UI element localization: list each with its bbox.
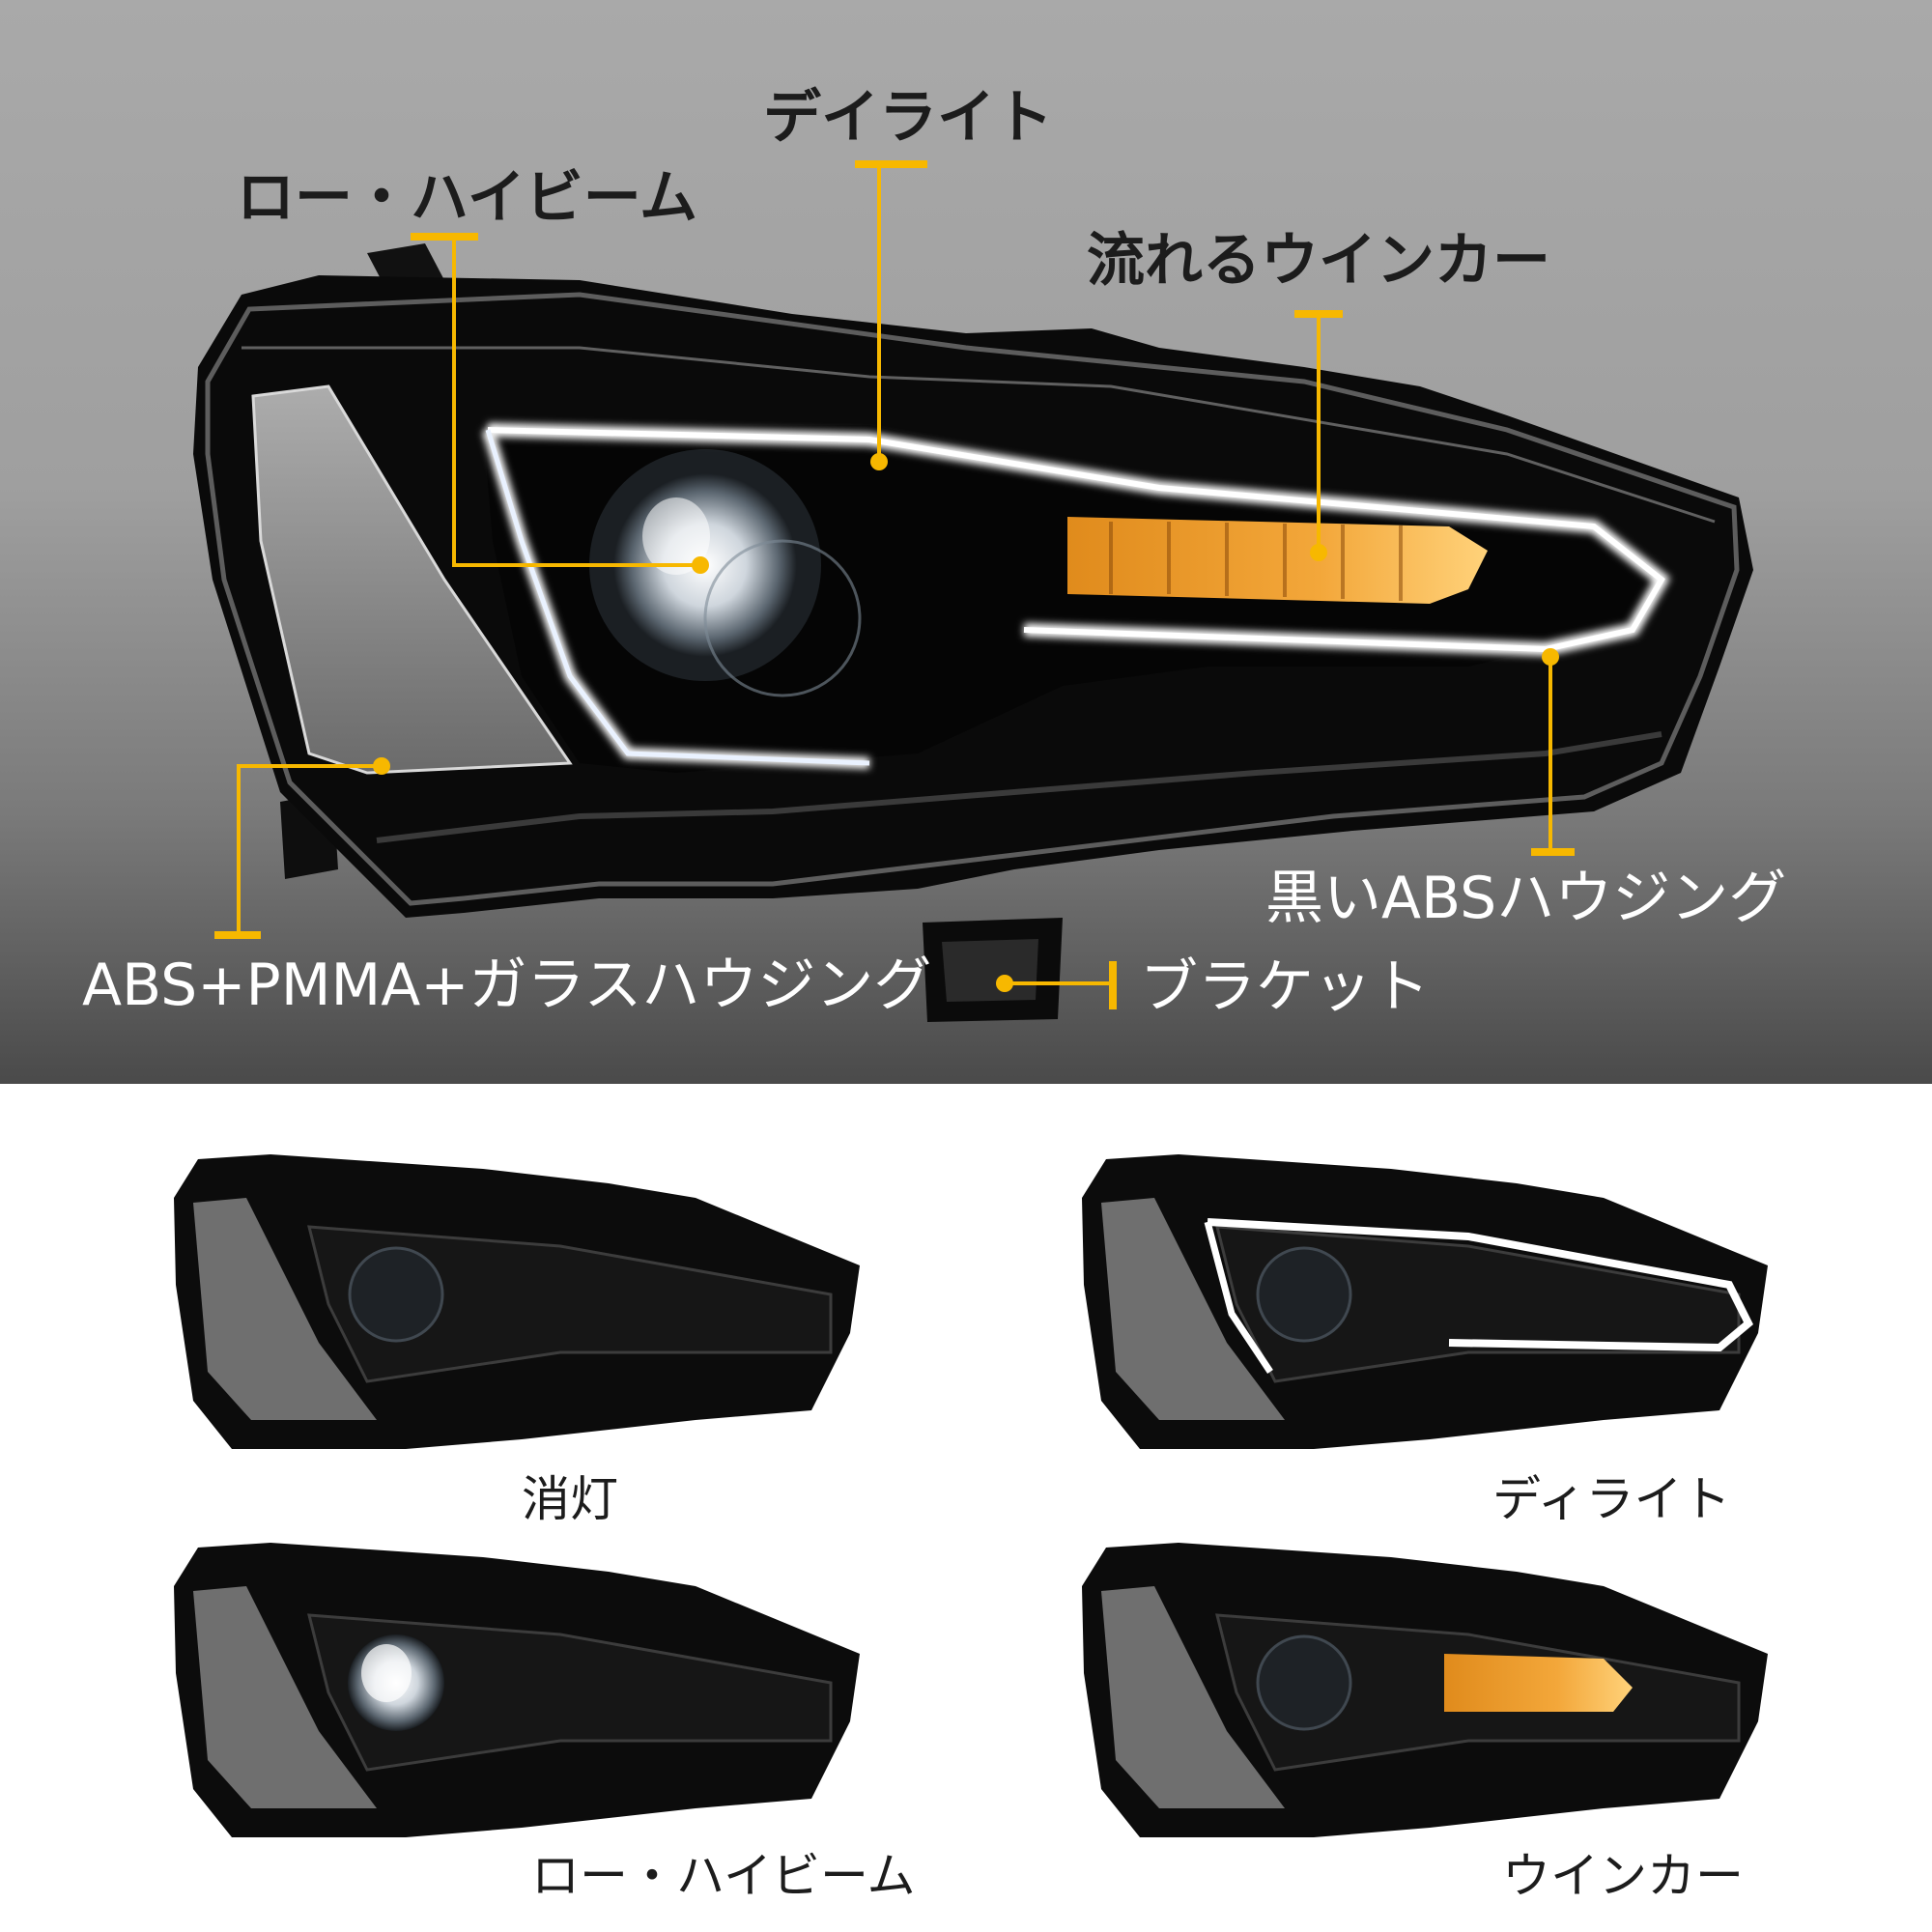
headlight-off-image (174, 1154, 860, 1449)
state-caption-off: 消灯 (522, 1471, 618, 1527)
callout-low-high-beam: ロー・ハイビーム (237, 164, 697, 232)
hero-panel: ロー・ハイビーム デイライト 流れるウインカー 黒いABSハウジング ABS+P… (0, 0, 1932, 1084)
state-caption-turn-signal: ウインカー (1502, 1848, 1744, 1904)
headlight-daylight-image (1082, 1154, 1768, 1449)
callout-black-abs-housing: 黒いABSハウジング (1265, 865, 1787, 932)
headlight-main-image (193, 160, 1753, 1022)
headlight-beam-image (174, 1543, 860, 1837)
headlight-turn-signal-image (1082, 1543, 1768, 1837)
callout-lens-housing: ABS+PMMA+ガラスハウジング (82, 952, 932, 1019)
state-caption-daylight: ディライト (1492, 1471, 1731, 1527)
callout-daylight: デイライト (763, 84, 1053, 152)
lighting-states-grid: 消灯 ディライト ロー・ハイビーム ウインカー (0, 1084, 1932, 1932)
callout-sequential-turn-signal: 流れるウインカー (1087, 227, 1550, 295)
state-caption-beam: ロー・ハイビーム (531, 1848, 916, 1904)
callout-bracket: ブラケット (1140, 953, 1430, 1021)
